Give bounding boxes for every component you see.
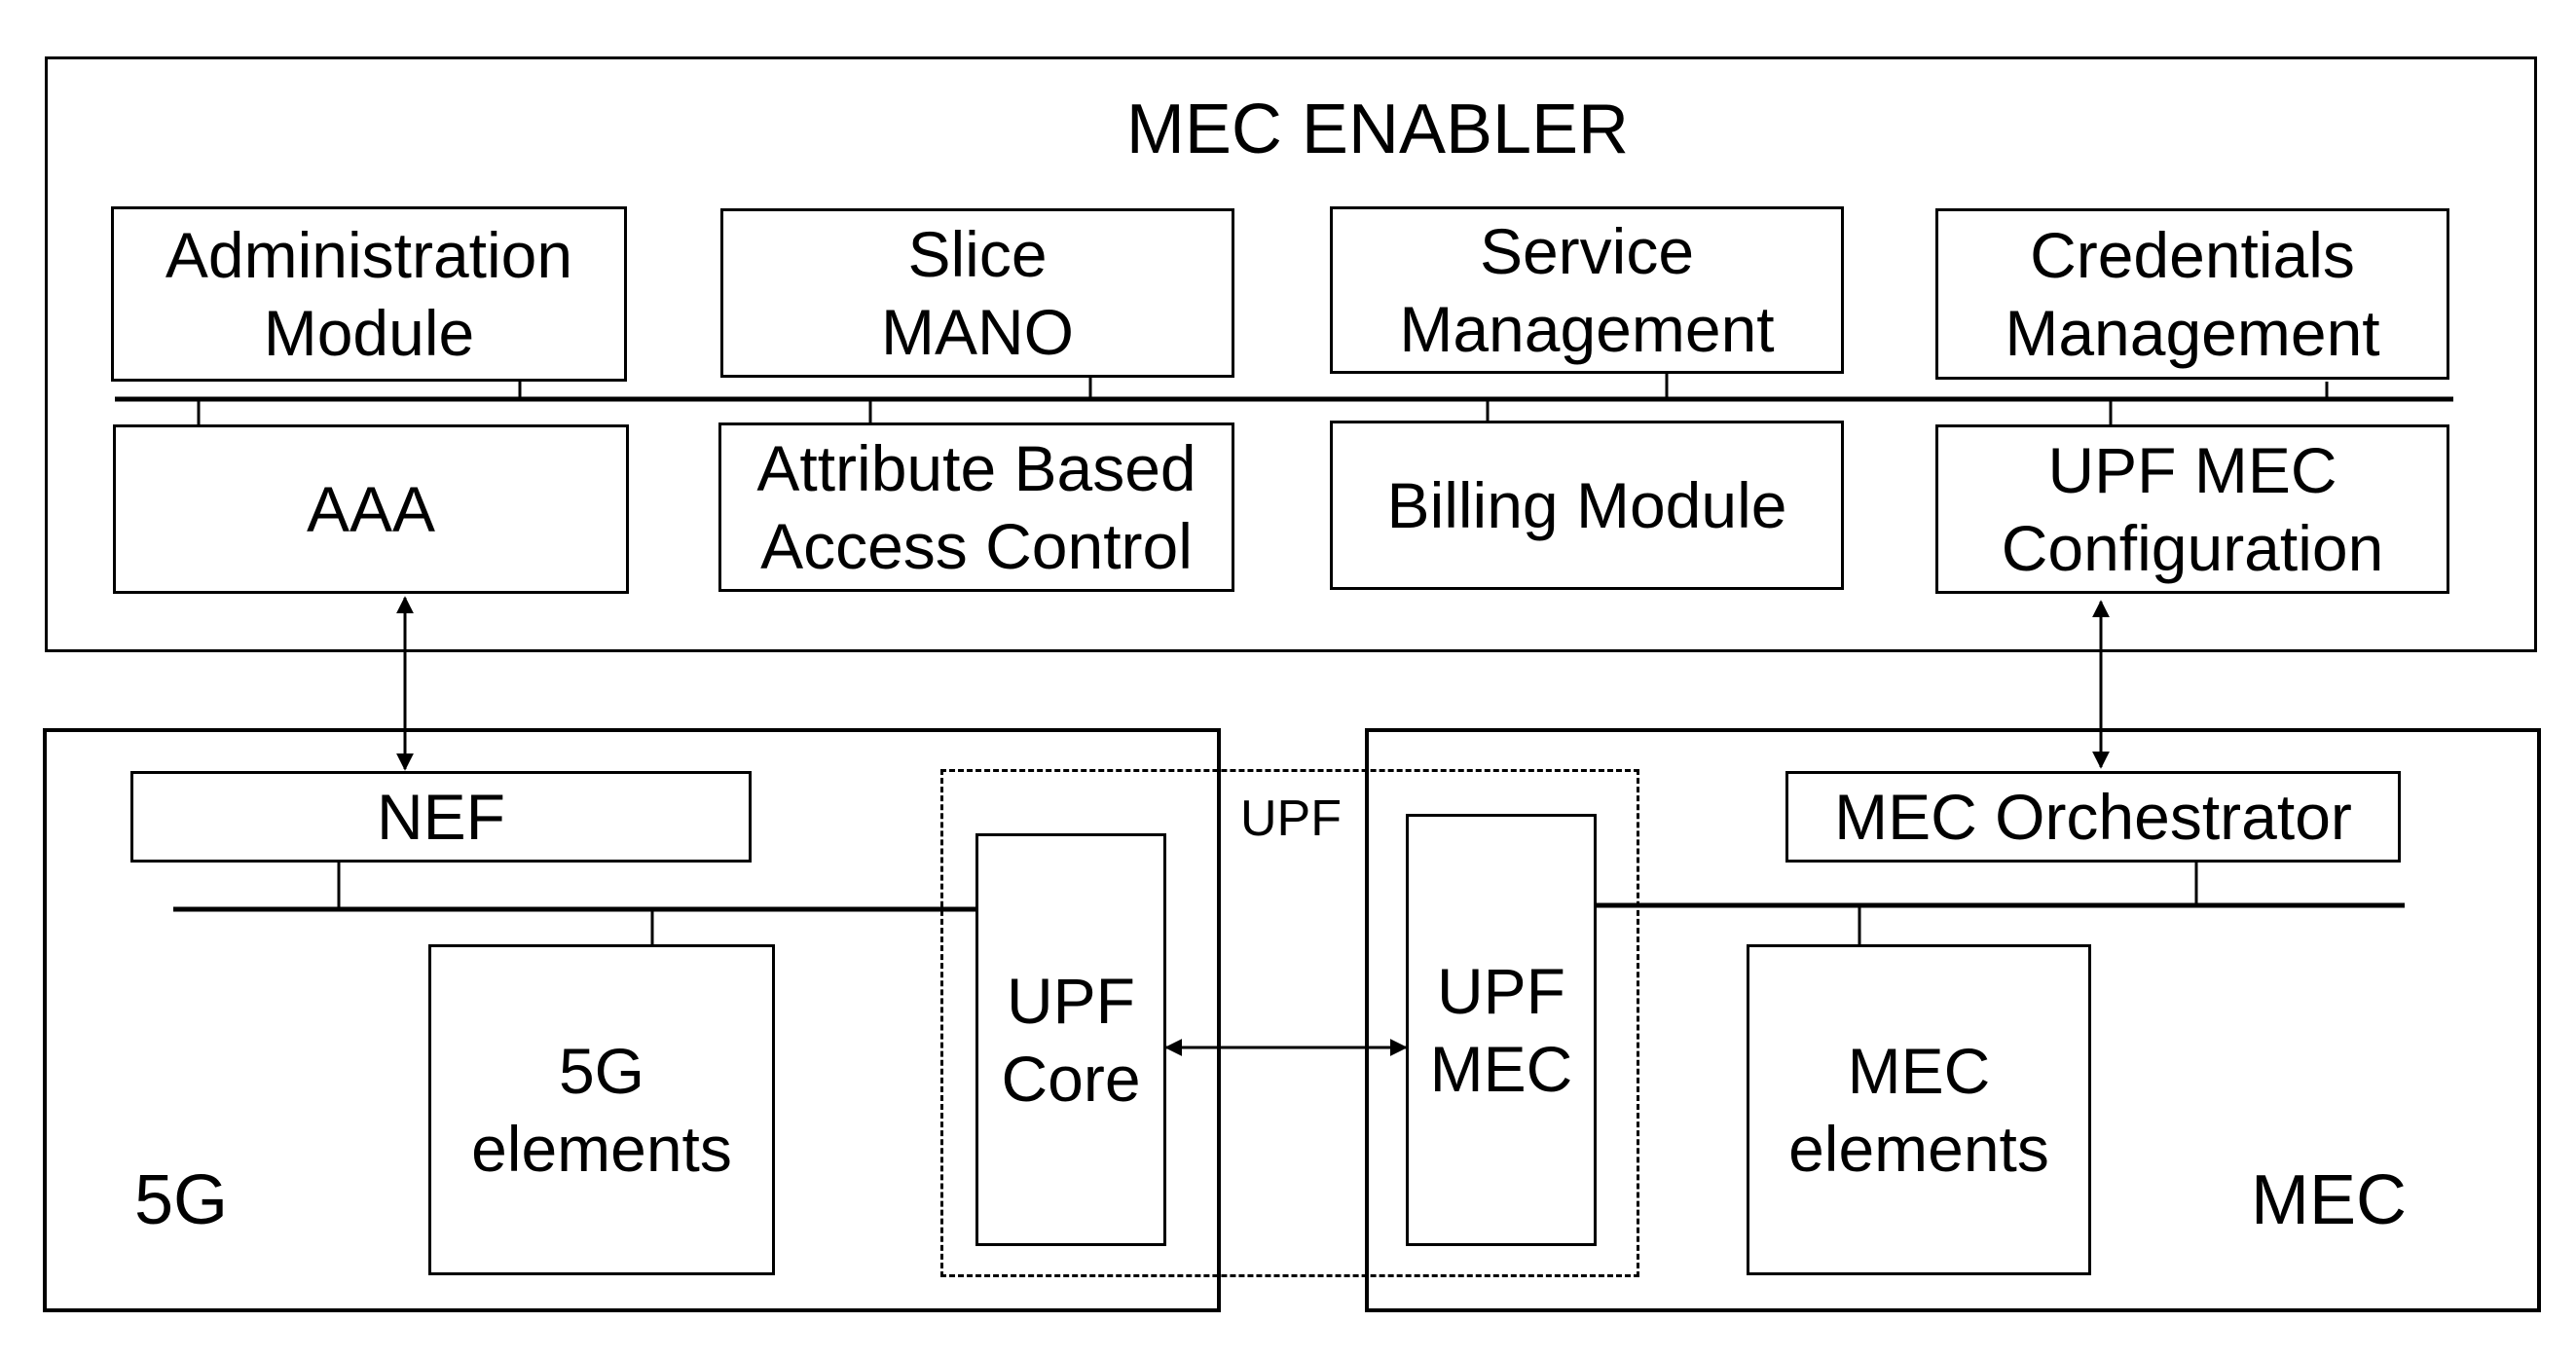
attribute-based-access-control-box: Attribute Based Access Control [718, 422, 1234, 592]
slice-mano-box: Slice MANO [720, 208, 1234, 378]
mec-elements-box: MEC elements [1747, 944, 2091, 1275]
administration-module-box: Administration Module [111, 206, 627, 382]
aaa-box: AAA [113, 424, 629, 594]
5g-elements-box: 5G elements [428, 944, 775, 1275]
upf-group-box [940, 769, 1639, 1277]
service-management-box: Service Management [1330, 206, 1844, 374]
mec-orchestrator-box: MEC Orchestrator [1785, 771, 2401, 863]
mec-domain-label: MEC [2251, 1161, 2407, 1239]
nef-box: NEF [130, 771, 752, 863]
credentials-management-box: Credentials Management [1935, 208, 2449, 380]
upf-group-label: UPF [1240, 790, 1342, 847]
upf-core-box: UPF Core [975, 833, 1166, 1246]
5g-domain-label: 5G [134, 1161, 229, 1239]
billing-module-box: Billing Module [1330, 421, 1844, 590]
upf-mec-box: UPF MEC [1406, 814, 1597, 1246]
upf-mec-configuration-box: UPF MEC Configuration [1935, 424, 2449, 594]
mec-enabler-title: MEC ENABLER [1125, 91, 1630, 168]
